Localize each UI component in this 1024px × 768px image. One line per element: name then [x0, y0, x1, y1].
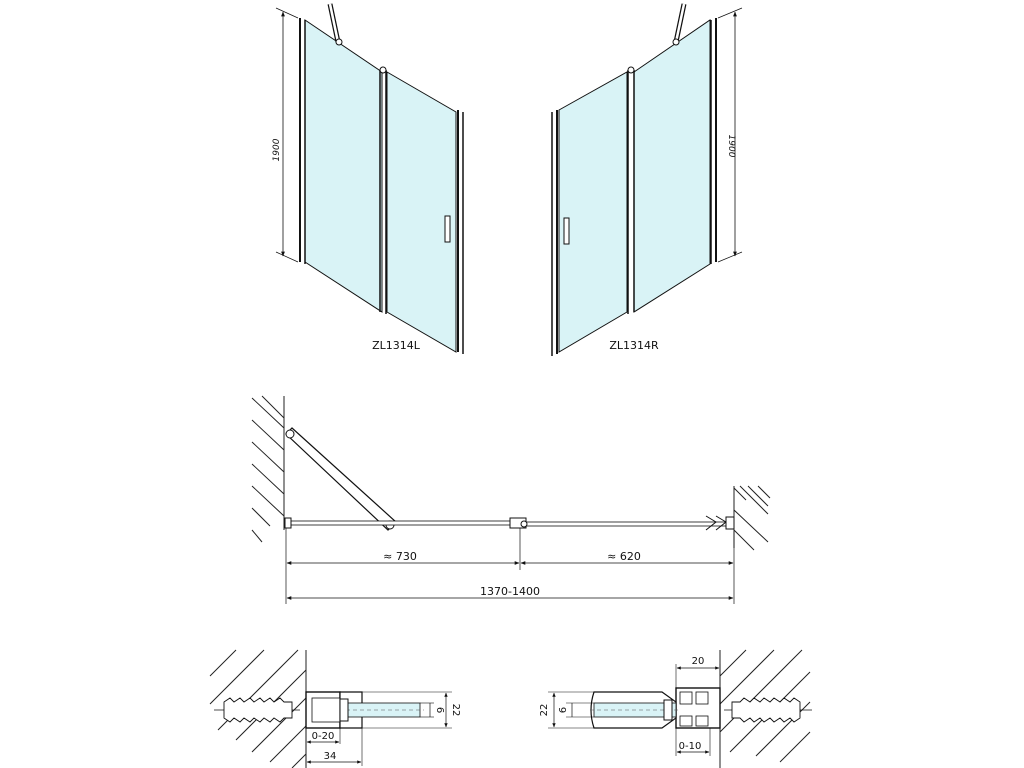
elevation-right: 1900 ZL1314R — [551, 3, 743, 356]
plan-view: ≈ 730 ≈ 620 1370-1400 — [251, 395, 771, 604]
plan-dim-total: 1370-1400 — [480, 585, 540, 598]
model-label-right: ZL1314R — [609, 339, 659, 352]
wall-hatch-right — [733, 485, 771, 551]
wall-hatch-left — [251, 395, 285, 543]
profile-detail-right: 20 22 6 0-10 — [539, 649, 812, 768]
model-label-left: ZL1314L — [372, 339, 421, 352]
door-handle-left — [444, 215, 451, 243]
fixed-glass-left — [304, 19, 383, 313]
detail-left-depth: 34 — [324, 751, 337, 762]
plan-dim-fixed: ≈ 730 — [383, 550, 417, 563]
door-glass-right — [558, 71, 628, 353]
detail-right-top: 20 — [692, 656, 705, 667]
detail-right-profile: 22 — [539, 704, 550, 717]
height-label-right: 1900 — [726, 135, 736, 158]
detail-left-adjust: 0-20 — [312, 731, 335, 742]
elevation-left: 1900 ZL1314L — [272, 3, 464, 354]
profile-detail-left: 6 22 0-20 34 — [209, 649, 461, 768]
detail-right-glass: 6 — [558, 707, 569, 713]
detail-right-adjust: 0-10 — [679, 741, 702, 752]
detail-left-profile: 22 — [450, 704, 461, 717]
fixed-glass-right — [633, 19, 711, 313]
plan-dim-door: ≈ 620 — [607, 550, 641, 563]
detail-left-glass: 6 — [434, 707, 445, 713]
door-handle-right — [563, 217, 570, 245]
door-glass-left — [386, 71, 457, 353]
height-label-left: 1900 — [272, 138, 282, 161]
